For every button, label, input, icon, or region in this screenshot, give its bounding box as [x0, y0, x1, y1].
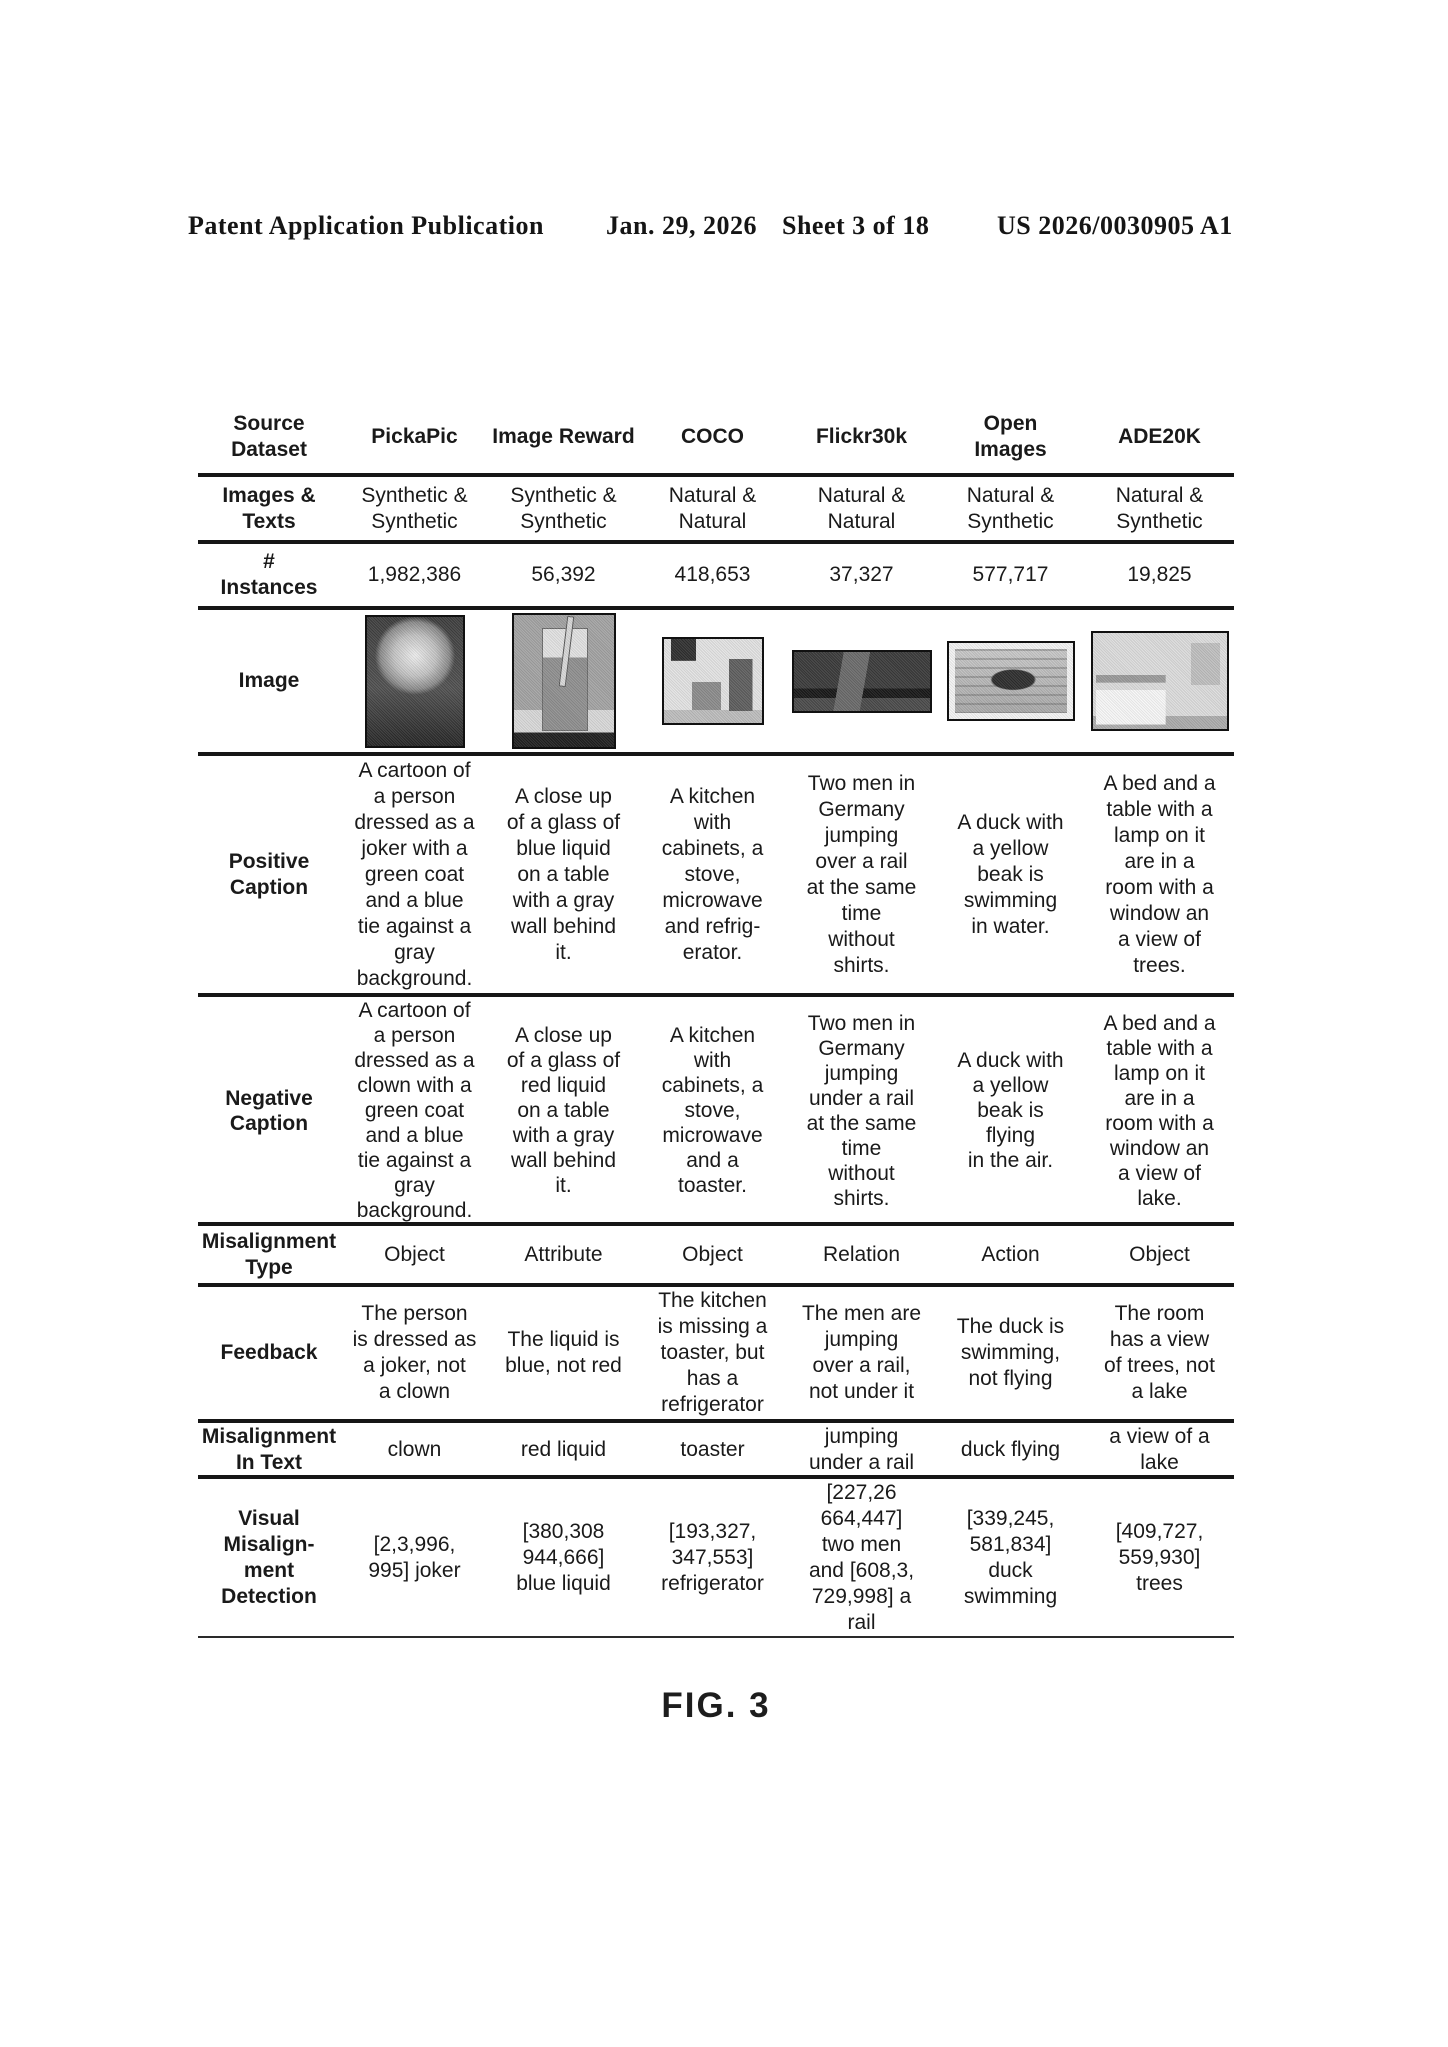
- table-cell: Natural & Natural: [668, 483, 757, 533]
- table-cell: A cartoon of a person dressed as a joker…: [354, 758, 475, 990]
- straw-shape: [558, 616, 574, 688]
- table-cell: red liquid: [520, 1438, 607, 1461]
- row-label-visual-misalignment-detection: Visual Misalign- ment Detection: [221, 1507, 317, 1608]
- row-label-misalignment-type: Misalignment Type: [201, 1229, 337, 1279]
- corner-label: Source Dataset: [231, 411, 307, 461]
- table-cell: [638, 610, 787, 752]
- table-cell: The men are jumping over a rail, not und…: [801, 1302, 922, 1403]
- table-cell: [2,3,996, 995] joker: [368, 1533, 461, 1582]
- table-cell: A duck with a yellow beak is flying in t…: [957, 1049, 1064, 1172]
- table-cell: A bed and a table with a lamp on it are …: [1103, 1011, 1216, 1210]
- row-feedback: Feedback The person is dressed as a joke…: [198, 1287, 1234, 1423]
- table-cell: [409,727, 559,930] trees: [1115, 1520, 1204, 1595]
- publication-date: Jan. 29, 2026: [606, 211, 757, 240]
- joker-image: [364, 614, 465, 748]
- table-cell: [787, 610, 936, 752]
- table-cell: A kitchen with cabinets, a stove, microw…: [661, 784, 764, 964]
- row-label-positive-caption: Positive Caption: [228, 849, 310, 899]
- row-misalignment-in-text: Misalignment In Text clown red liquid to…: [198, 1423, 1234, 1479]
- glass-image: [511, 613, 616, 749]
- kitchen-image: [661, 637, 764, 725]
- table-cell: a view of a lake: [1109, 1425, 1210, 1474]
- column-header-coco: COCO: [681, 424, 744, 448]
- table-cell: 1,982,386: [367, 563, 462, 586]
- table-cell: clown: [387, 1438, 442, 1461]
- sheet-number: Sheet 3 of 18: [782, 211, 930, 240]
- column-header-open-images: Open Images: [974, 411, 1047, 461]
- table-cell: Two men in Germany jumping over a rail a…: [806, 771, 917, 977]
- row-label-image: Image: [238, 669, 300, 692]
- table-cell: Natural & Synthetic: [966, 483, 1055, 533]
- publication-title: Patent Application Publication: [188, 211, 544, 240]
- table-cell: Natural & Natural: [817, 483, 906, 533]
- row-positive-caption: Positive Caption A cartoon of a person d…: [198, 756, 1234, 997]
- figure-caption: FIG. 3: [661, 1686, 771, 1725]
- table-cell: duck flying: [960, 1438, 1061, 1461]
- row-label-num-instances: # Instances: [220, 550, 318, 599]
- table-cell: Attribute: [524, 1242, 603, 1266]
- row-image-thumbnails: Image: [198, 610, 1234, 756]
- table-cell: jumping under a rail: [808, 1425, 915, 1474]
- row-label-misalignment-in-text: Misalignment In Text: [201, 1425, 337, 1474]
- row-visual-misalignment-detection: Visual Misalign- ment Detection [2,3,996…: [198, 1479, 1234, 1638]
- table-cell: 577,717: [972, 563, 1049, 586]
- table-cell: 418,653: [674, 563, 751, 586]
- table-header-row: Source Dataset PickaPic Image Reward COC…: [198, 400, 1234, 477]
- patent-number: US 2026/0030905 A1: [997, 211, 1233, 240]
- column-header-flickr30k: Flickr30k: [815, 424, 908, 448]
- table-cell: [227,26 664,447] two men and [608,3, 729…: [808, 1481, 915, 1634]
- table-cell: A close up of a glass of blue liquid on …: [506, 784, 621, 964]
- column-header-pickapic: PickaPic: [371, 424, 458, 448]
- table-cell: 37,327: [829, 563, 894, 586]
- row-label-negative-caption: Negative Caption: [225, 1086, 313, 1135]
- table-cell: A kitchen with cabinets, a stove, microw…: [661, 1024, 764, 1197]
- column-header-image-reward: Image Reward: [492, 424, 635, 448]
- table-cell: Object: [682, 1242, 743, 1266]
- table-cell: toaster: [680, 1438, 745, 1461]
- table-cell: Object: [1129, 1242, 1190, 1266]
- table-cell: A bed and a table with a lamp on it are …: [1103, 771, 1216, 977]
- row-misalignment-type: Misalignment Type Object Attribute Objec…: [198, 1226, 1234, 1287]
- table-cell: Natural & Synthetic: [1115, 483, 1204, 533]
- duck-image: [946, 641, 1075, 721]
- row-negative-caption: Negative Caption A cartoon of a person d…: [198, 997, 1234, 1226]
- table-cell: The person is dressed as a joker, not a …: [352, 1302, 477, 1403]
- row-label-feedback: Feedback: [220, 1341, 318, 1364]
- table-cell: The kitchen is missing a toaster, but ha…: [657, 1289, 768, 1416]
- table-cell: A close up of a glass of red liquid on a…: [506, 1024, 621, 1197]
- table-cell: [380,308 944,666] blue liquid: [516, 1520, 611, 1595]
- column-header-ade20k: ADE20K: [1118, 424, 1201, 448]
- table-cell: The liquid is blue, not red: [505, 1328, 622, 1377]
- table-cell: A duck with a yellow beak is swimming in…: [957, 810, 1064, 938]
- bedroom-image: [1090, 631, 1229, 731]
- table-cell: 56,392: [531, 563, 596, 586]
- dataset-comparison-table: Source Dataset PickaPic Image Reward COC…: [198, 400, 1234, 1638]
- two-men-image: [791, 649, 932, 713]
- table-cell: [339,245, 581,834] duck swimming: [963, 1507, 1058, 1608]
- table-cell: [936, 610, 1085, 752]
- table-cell: Two men in Germany jumping under a rail …: [806, 1011, 917, 1210]
- table-cell: [193,327, 347,553] refrigerator: [661, 1520, 764, 1595]
- table-cell: [1085, 610, 1234, 752]
- page-header: Patent Application Publication Jan. 29, …: [0, 211, 1448, 245]
- row-images-and-texts: Images & Texts Synthetic & Synthetic Syn…: [198, 477, 1234, 544]
- table-cell: Object: [384, 1242, 445, 1266]
- row-num-instances: # Instances 1,982,386 56,392 418,653 37,…: [198, 544, 1234, 610]
- table-cell: Action: [981, 1242, 1040, 1266]
- table-cell: Synthetic & Synthetic: [361, 483, 468, 533]
- table-cell: A cartoon of a person dressed as a clown…: [354, 999, 475, 1222]
- table-cell: The room has a view of trees, not a lake: [1104, 1302, 1215, 1403]
- table-cell: [489, 610, 638, 752]
- table-cell: The duck is swimming, not flying: [956, 1315, 1065, 1390]
- table-cell: 19,825: [1127, 563, 1192, 586]
- table-cell: [340, 610, 489, 752]
- table-cell: Synthetic & Synthetic: [510, 483, 617, 533]
- row-label-images-and-texts: Images & Texts: [222, 483, 316, 533]
- table-cell: Relation: [822, 1242, 901, 1266]
